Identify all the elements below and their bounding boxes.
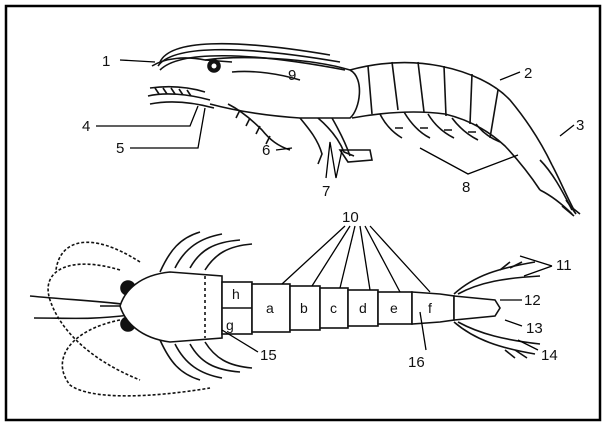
callout-1: 1 [102,53,110,70]
side-view-shrimp [148,44,580,216]
leader-5 [130,108,205,148]
leader-7 [326,142,342,178]
callout-11: 11 [556,257,572,274]
leader-4 [96,106,198,126]
callout-5: 5 [116,140,124,157]
segment-h: h [232,286,240,302]
callout-15: 15 [260,347,277,364]
leader-2 [500,72,520,80]
callout-8: 8 [462,179,470,196]
leader-10e [365,226,400,292]
callout-10: 10 [342,209,359,226]
callout-2: 2 [524,65,532,82]
callout-7: 7 [322,183,330,200]
callout-16: 16 [408,354,425,371]
leader-10f [370,226,430,292]
callout-9: 9 [288,67,296,84]
callout-14: 14 [541,347,558,364]
segment-e: e [390,300,398,316]
callout-13: 13 [526,320,543,337]
leader-1 [120,60,155,62]
leader-13 [505,320,522,326]
leader-10a [282,226,345,284]
figure-border [6,6,600,420]
leader-14 [518,340,538,350]
segment-f: f [428,300,432,316]
leader-11b [524,266,552,276]
callout-3: 3 [576,117,584,134]
leader-10d [360,226,370,290]
segment-b: b [300,300,308,316]
callout-6: 6 [262,142,270,159]
callout-4: 4 [82,118,90,135]
segment-a: a [266,300,274,316]
leader-10c [340,226,355,288]
leader-10b [312,226,350,286]
callout-12: 12 [524,292,541,309]
leader-8 [420,148,518,174]
segment-g: g [226,317,234,333]
top-view-shrimp [30,232,540,396]
leader-3 [560,125,574,136]
segment-c: c [330,300,337,316]
segment-d: d [359,300,367,316]
side-view-leader-lines [96,60,574,178]
